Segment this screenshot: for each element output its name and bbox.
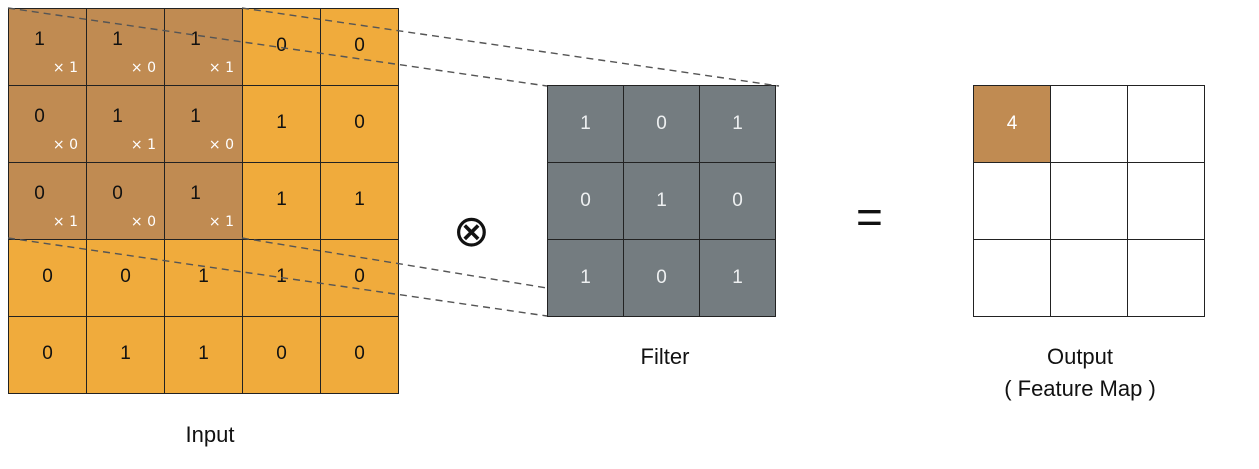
input-row: 1 × 1 1 × 0 1 × 1 0 0	[8, 8, 399, 86]
output-grid: 4	[973, 85, 1205, 317]
output-cell: 4	[973, 85, 1051, 163]
filter-cell: 1	[699, 239, 776, 317]
filter-cell: 1	[547, 85, 624, 163]
input-cell-multiplier: × 1	[52, 60, 78, 76]
projection-line-bottom-right	[241, 237, 548, 289]
input-cell: 0	[242, 316, 321, 394]
input-cell: 1	[164, 316, 243, 394]
input-cell: 1 × 1	[164, 162, 243, 240]
input-cell-value: 0	[354, 35, 365, 56]
input-cell: 1	[164, 239, 243, 317]
input-cell: 0	[8, 316, 87, 394]
input-cell: 1 × 0	[86, 8, 165, 86]
output-row	[973, 239, 1205, 317]
input-cell-multiplier: × 0	[208, 137, 234, 153]
input-cell-value: 0	[34, 183, 45, 204]
input-cell-value: 1	[276, 266, 287, 287]
input-cell-multiplier: × 0	[52, 137, 78, 153]
input-row: 0 0 1 1 0	[8, 239, 399, 317]
filter-cell: 1	[547, 239, 624, 317]
input-cell: 1 × 0	[164, 85, 243, 163]
equals-operator: =	[856, 191, 883, 243]
input-cell-value: 0	[42, 343, 53, 364]
input-cell-multiplier: × 1	[52, 214, 78, 230]
input-cell-value: 1	[354, 189, 365, 210]
input-cell-value: 1	[198, 266, 209, 287]
input-cell: 1 × 1	[8, 8, 87, 86]
input-cell-multiplier: × 0	[130, 214, 156, 230]
filter-label: Filter	[640, 344, 690, 369]
filter-cell: 0	[699, 162, 776, 240]
output-row	[973, 162, 1205, 240]
input-cell-multiplier: × 0	[130, 60, 156, 76]
input-row: 0 1 1 0 0	[8, 316, 399, 394]
input-cell-value: 0	[120, 266, 131, 287]
input-cell: 0	[320, 8, 399, 86]
output-sublabel: ( Feature Map )	[1004, 376, 1156, 401]
input-cell-value: 1	[34, 29, 45, 50]
input-cell-multiplier: × 1	[130, 137, 156, 153]
input-cell: 0	[320, 85, 399, 163]
input-cell: 1	[242, 162, 321, 240]
output-row: 4	[973, 85, 1205, 163]
input-cell-multiplier: × 1	[208, 60, 234, 76]
input-cell: 1	[86, 316, 165, 394]
input-cell: 1	[320, 162, 399, 240]
input-cell-value: 1	[190, 183, 201, 204]
input-cell: 0	[320, 239, 399, 317]
output-cell	[1050, 162, 1128, 240]
projection-line-top-left	[7, 7, 548, 87]
input-cell-value: 1	[190, 29, 201, 50]
input-cell-value: 0	[354, 266, 365, 287]
input-cell-value: 0	[276, 35, 287, 56]
input-cell: 0 × 0	[86, 162, 165, 240]
input-cell-value: 1	[276, 112, 287, 133]
input-label: Input	[185, 422, 235, 447]
input-grid: 1 × 1 1 × 0 1 × 1 0 0 0 × 0 1 × 1 1 × 0 1 0 0 × 1 0 × 0 1 × 1…	[8, 8, 399, 394]
input-cell: 0 × 1	[8, 162, 87, 240]
input-cell: 1	[242, 85, 321, 163]
filter-cell: 0	[623, 85, 700, 163]
projection-line-bottom-left	[7, 237, 548, 317]
input-cell: 1 × 1	[86, 85, 165, 163]
input-row: 0 × 1 0 × 0 1 × 1 1 1	[8, 162, 399, 240]
filter-cell: 1	[699, 85, 776, 163]
output-cell	[1050, 85, 1128, 163]
input-cell-multiplier: × 1	[208, 214, 234, 230]
output-cell	[973, 162, 1051, 240]
input-cell-value: 0	[276, 343, 287, 364]
convolution-operator-icon: ⊗	[453, 206, 490, 257]
input-cell-value: 0	[354, 343, 365, 364]
output-label: Output	[1046, 344, 1114, 369]
output-cell	[1127, 162, 1205, 240]
input-cell-value: 1	[112, 106, 123, 127]
projection-line-top-right	[241, 7, 780, 87]
output-cell	[1127, 239, 1205, 317]
input-cell-value: 0	[354, 112, 365, 133]
input-cell-value: 0	[42, 266, 53, 287]
input-cell-value: 0	[112, 183, 123, 204]
input-cell: 1 × 1	[164, 8, 243, 86]
input-cell-value: 1	[120, 343, 131, 364]
input-cell-value: 1	[198, 343, 209, 364]
filter-cell: 0	[547, 162, 624, 240]
input-cell: 0	[320, 316, 399, 394]
input-cell-value: 1	[112, 29, 123, 50]
input-cell-value: 1	[276, 189, 287, 210]
input-cell-value: 1	[190, 106, 201, 127]
input-row: 0 × 0 1 × 1 1 × 0 1 0	[8, 85, 399, 163]
output-cell	[1127, 85, 1205, 163]
input-cell-value: 0	[34, 106, 45, 127]
input-cell: 0	[86, 239, 165, 317]
